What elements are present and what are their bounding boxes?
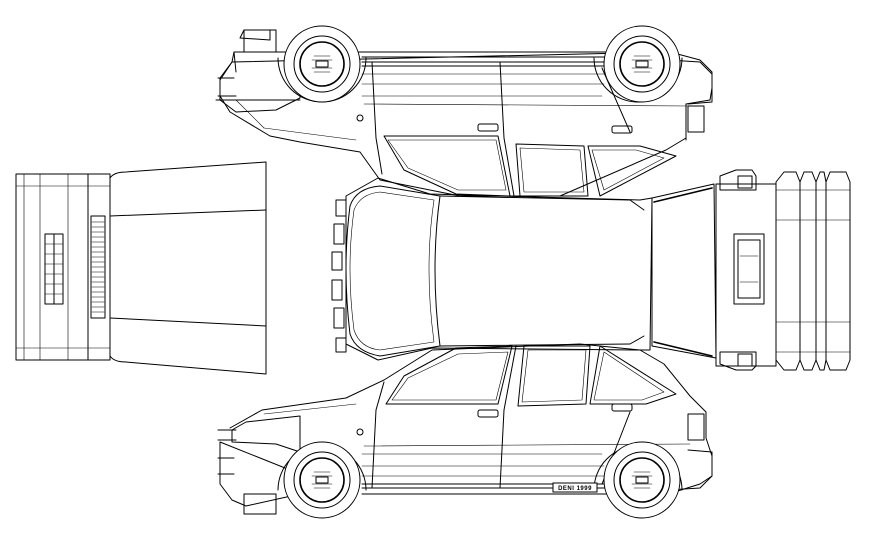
- rear-bumper: [775, 171, 851, 371]
- bottom-side-rear-wheel: [603, 441, 681, 519]
- top-side-front-window: [383, 135, 511, 197]
- rear-panel: [651, 169, 851, 371]
- bottom-side-rear-window: [517, 345, 591, 407]
- side-view-bottom: DENI 1999: [217, 343, 713, 519]
- roof-and-windshield: [331, 177, 653, 361]
- front-grille: [91, 221, 105, 313]
- signature-text: DENI 1999: [558, 486, 592, 492]
- top-side-rear-wheel: [603, 25, 681, 103]
- top-side-front-wheel: [283, 25, 361, 103]
- front-bumper: [15, 173, 89, 361]
- front-license-plate: [44, 233, 64, 305]
- hood-panel: [109, 161, 267, 375]
- bottom-side-front-wheel: [283, 441, 361, 519]
- front-panel: [15, 161, 267, 375]
- top-side-rear-window: [515, 143, 589, 197]
- rear-license-plate: [733, 233, 765, 305]
- signature-plate: DENI 1999: [552, 482, 598, 493]
- bottom-side-front-window: [385, 345, 513, 405]
- side-view-top: [215, 25, 713, 197]
- rear-window: [651, 183, 717, 359]
- tailgate: [715, 183, 777, 367]
